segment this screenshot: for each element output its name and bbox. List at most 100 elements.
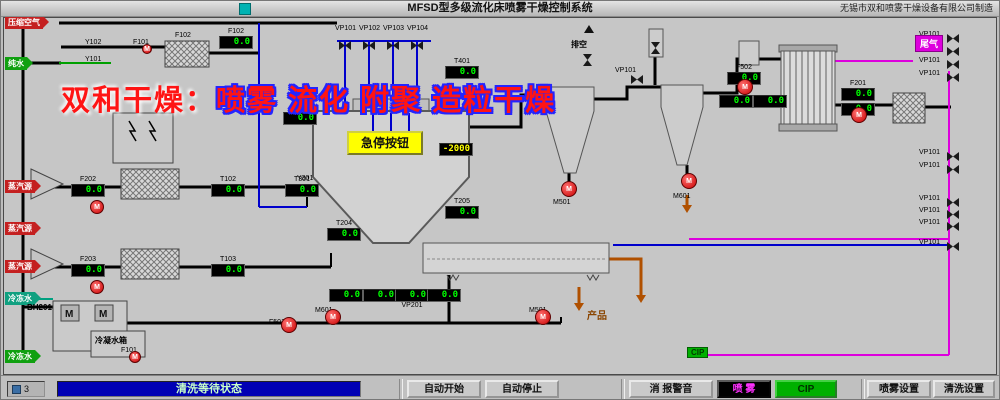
electrostatic-filter (112, 112, 174, 164)
valve-icon[interactable] (947, 148, 959, 166)
valve-icon[interactable] (947, 161, 959, 179)
display-label: F203 (80, 256, 96, 263)
display-value: 0.0 (445, 206, 479, 219)
inlet-arrow-蒸汽源: 蒸汽源 (5, 180, 41, 193)
button-CIP[interactable]: CIP (775, 380, 837, 398)
condenser (778, 44, 838, 132)
arrow-right-icon (35, 180, 41, 192)
tag-M601: M601 (315, 307, 333, 314)
valve-icon[interactable] (947, 238, 959, 256)
valve-icon[interactable] (947, 56, 959, 74)
valve-icon[interactable] (363, 37, 375, 55)
valve-icon[interactable] (947, 218, 959, 236)
valve-icon[interactable] (947, 30, 959, 48)
air-heater (164, 40, 210, 68)
pump-motor[interactable]: M (535, 309, 551, 325)
button-消-报警音[interactable]: 消 报警音 (629, 380, 713, 398)
valve-icon[interactable] (387, 37, 399, 55)
valve-icon[interactable] (947, 43, 959, 61)
display-value: 0.0 (71, 264, 105, 277)
button-清洗设置[interactable]: 清洗设置 (933, 380, 995, 398)
pump-motor[interactable]: M (851, 107, 867, 123)
buffer-vessel-2 (738, 40, 760, 66)
valve-icon[interactable] (339, 37, 351, 55)
tag-VP101: VP101 (919, 162, 941, 169)
tag-VP104: VP104 (407, 25, 429, 32)
display-value: 0.0 (395, 289, 429, 302)
display-value: 0.0 (445, 66, 479, 79)
valve-icon[interactable] (646, 42, 664, 54)
display-value: 0.0 (219, 36, 253, 49)
tag-Y301: Y301 (297, 175, 314, 182)
display-label: F201 (850, 80, 866, 87)
tag-M501: M501 (553, 199, 571, 206)
button-自动开始[interactable]: 自动开始 (407, 380, 481, 398)
heat-exchanger-1 (120, 168, 180, 200)
pump-motor[interactable]: M (129, 351, 141, 363)
arrow-right-icon (35, 260, 41, 272)
display-value: 0.0 (363, 289, 397, 302)
label-产品: 产品 (587, 311, 607, 322)
button-喷雾设置[interactable]: 喷雾设置 (867, 380, 931, 398)
display-value: 0.0 (719, 95, 753, 108)
counter-value: 3 (24, 384, 30, 394)
display-meter: 0.0 (427, 289, 461, 302)
display-value: 0.0 (285, 184, 319, 197)
valve-icon[interactable] (947, 206, 959, 224)
svg-text:M: M (65, 309, 73, 320)
separator (399, 379, 403, 399)
tag-VP101: VP101 (919, 70, 941, 77)
arrow-right-icon (27, 57, 33, 69)
valve-icon[interactable] (947, 69, 959, 87)
display-label: T205 (454, 198, 470, 205)
fluid-bed (422, 242, 610, 281)
inlet-arrow-蒸汽源: 蒸汽源 (5, 222, 41, 235)
pump-motor[interactable]: M (325, 309, 341, 325)
inlet-arrow-压缩空气: 压缩空气 (5, 16, 49, 29)
display-meter: 0.0 (363, 289, 397, 302)
inlet-arrow-纯水: 纯水 (5, 57, 33, 70)
alarm-counter: 3 (7, 381, 45, 397)
valve-icon[interactable] (631, 71, 643, 89)
pump-motor[interactable]: M (561, 181, 577, 197)
tag-VP101: VP101 (919, 31, 940, 39)
display-meter: -2000 (439, 143, 473, 156)
display-meter: 0.0 (719, 95, 753, 108)
button-喷-雾[interactable]: 喷 雾 (717, 380, 771, 398)
display-meter: 0.0 (329, 289, 363, 302)
inlet-arrow-冷冻水: 冷冻水 (5, 292, 41, 305)
pump-motor[interactable]: M (281, 317, 297, 333)
tag-VP101: VP101 (335, 25, 357, 32)
display-value: 0.0 (427, 289, 461, 302)
valve-icon[interactable] (411, 37, 423, 55)
product-pipes (577, 195, 689, 303)
label-冷凝水箱: 冷凝水箱 (95, 336, 127, 345)
valve-icon[interactable] (947, 194, 959, 212)
display-value: 0.0 (211, 264, 245, 277)
vent-arrow-icon (584, 25, 594, 33)
pump-motor[interactable]: M (90, 200, 104, 214)
tag-VP101: VP101 (919, 149, 941, 156)
pump-motor[interactable]: M (142, 44, 152, 54)
button-自动停止[interactable]: 自动停止 (485, 380, 559, 398)
display-meter: 0.0 (753, 95, 787, 108)
pump-motor[interactable]: M (737, 79, 753, 95)
label-排空: 排空 (571, 40, 587, 49)
emergency-stop-button[interactable]: 急停按钮 (347, 131, 423, 155)
valve-icon[interactable] (578, 54, 596, 66)
label-CIP: CIP (687, 347, 709, 358)
display-label: F202 (80, 176, 96, 183)
display-label: VP201 (401, 302, 423, 309)
pump-motor[interactable]: M (681, 173, 697, 189)
display-label: T103 (220, 256, 236, 263)
pump-motor[interactable]: M (90, 280, 104, 294)
